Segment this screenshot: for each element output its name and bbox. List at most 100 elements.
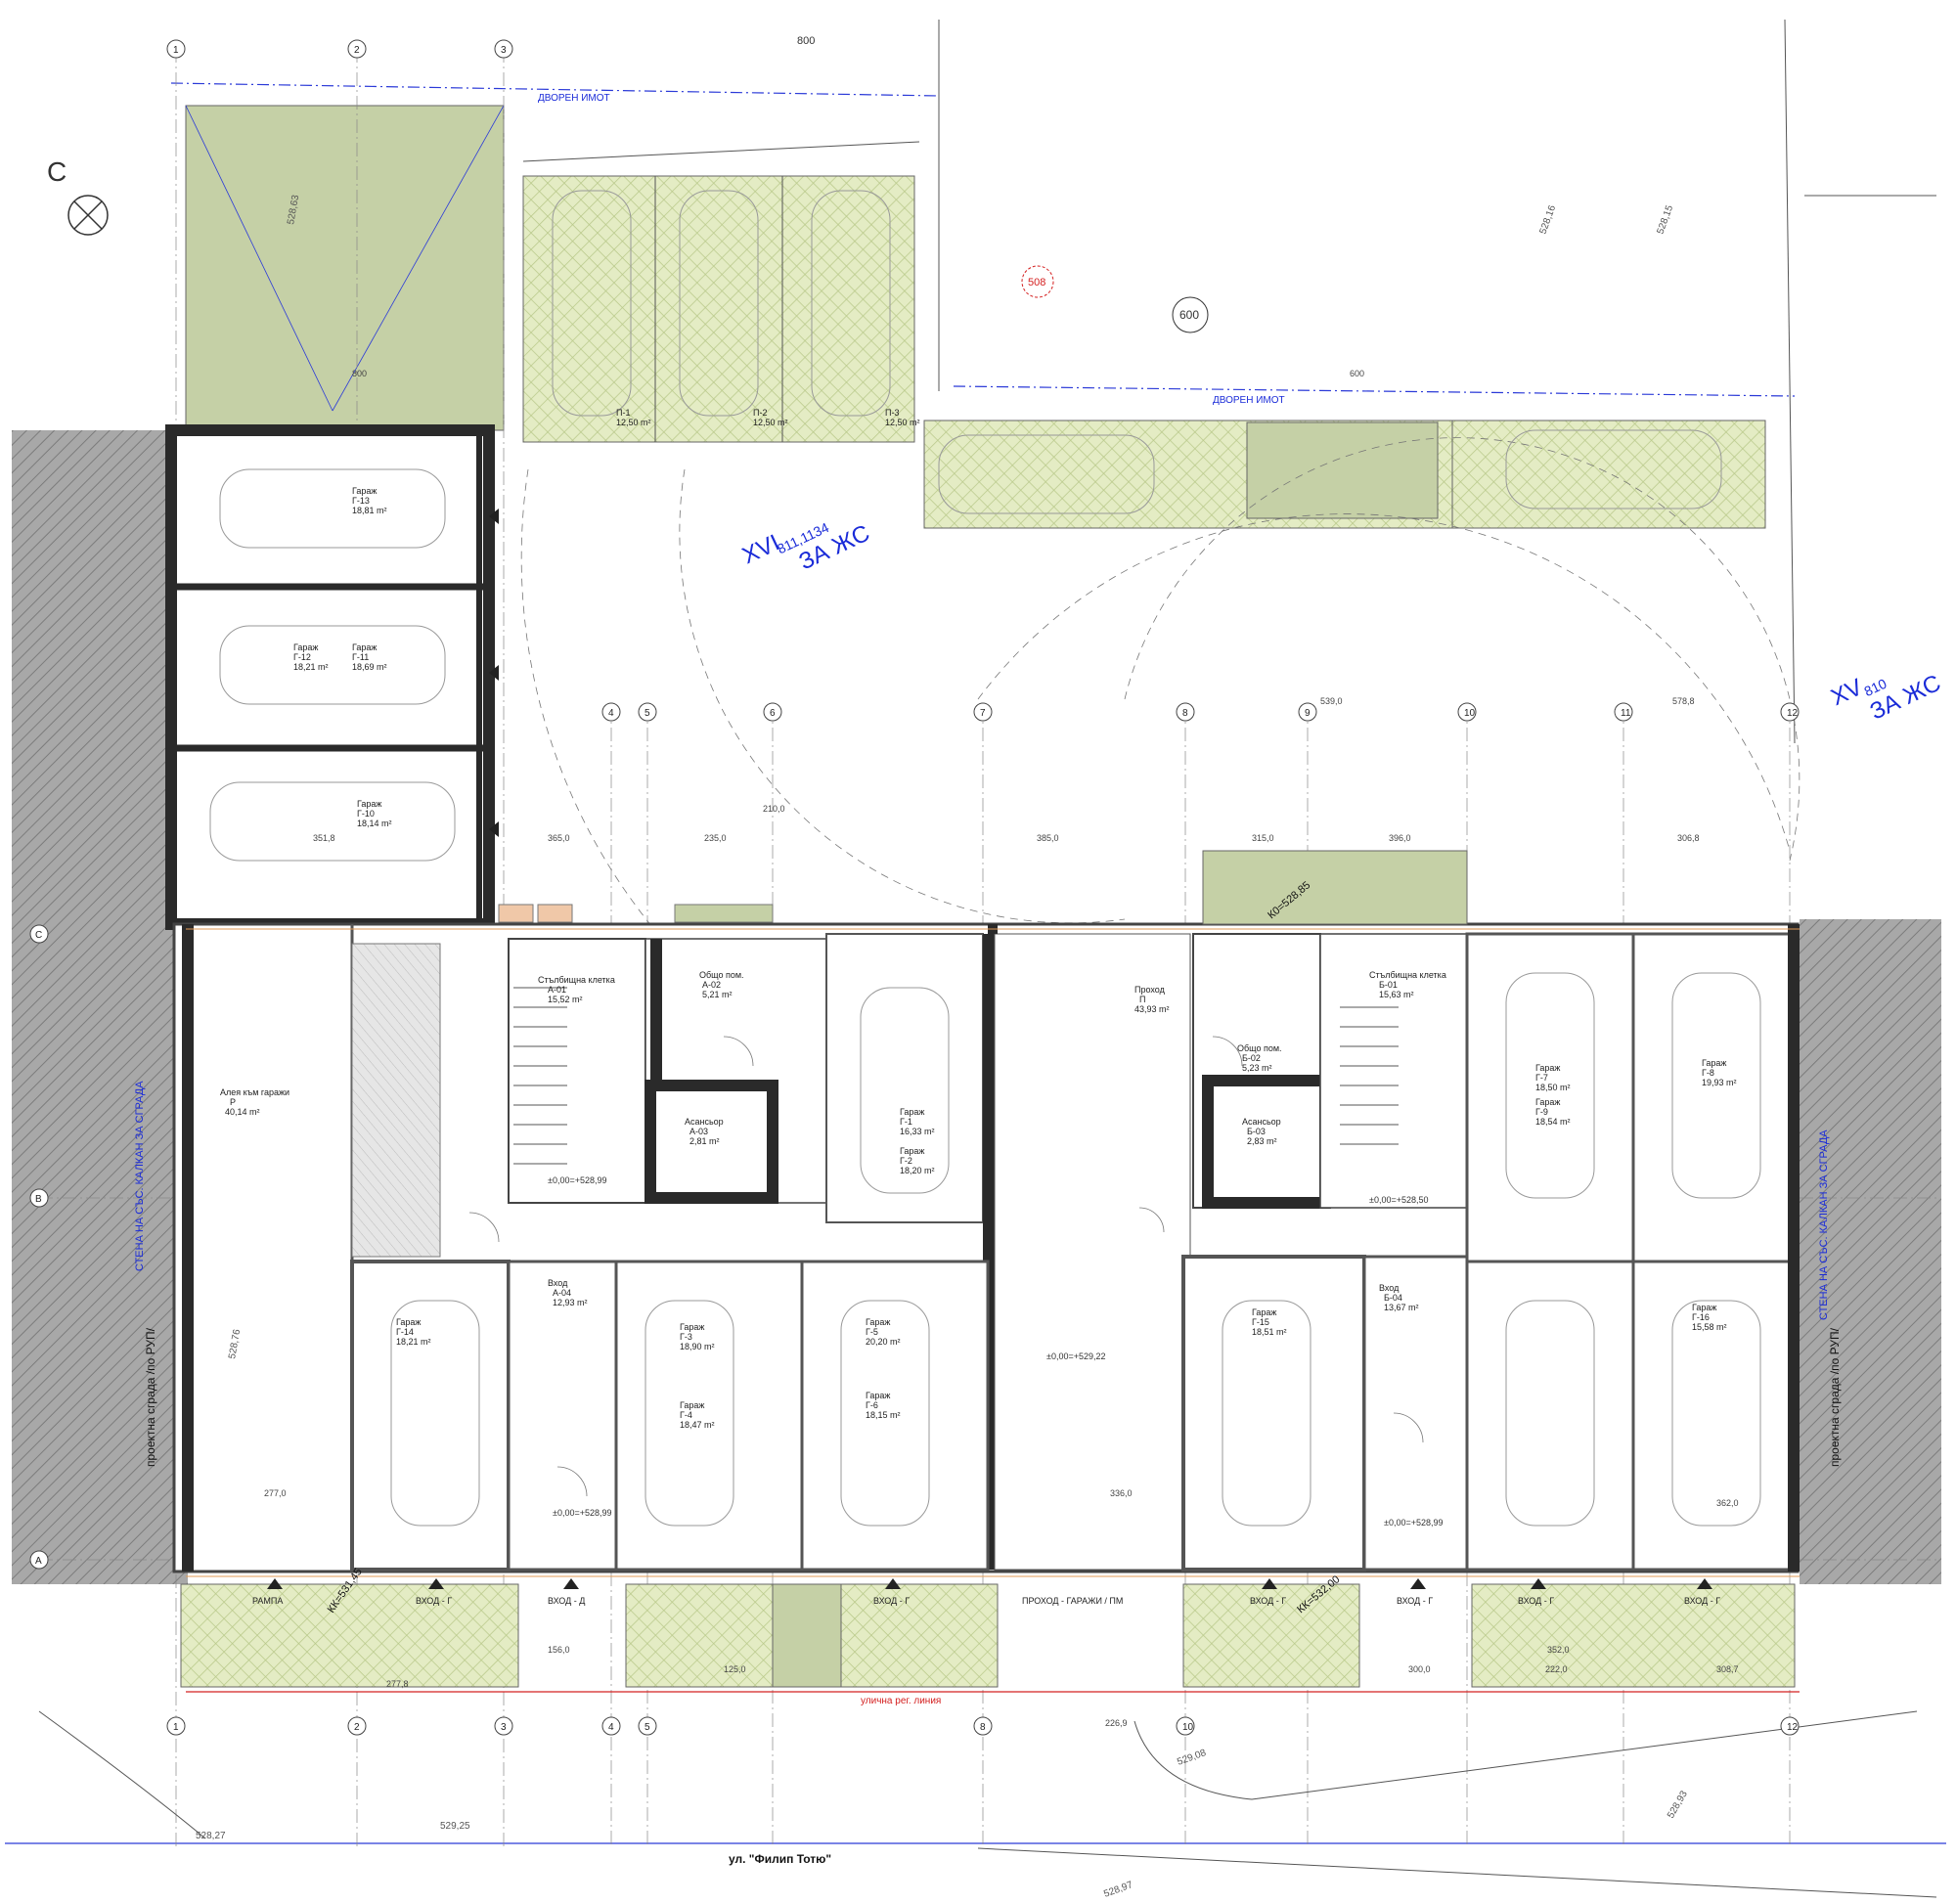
svg-text:П: П: [1139, 995, 1145, 1004]
svg-text:Вход: Вход: [548, 1278, 568, 1288]
svg-text:308,7: 308,7: [1716, 1664, 1739, 1674]
svg-text:2,81 m²: 2,81 m²: [689, 1136, 720, 1146]
svg-text:528,15: 528,15: [1655, 203, 1675, 236]
axis-label-11: 11: [1621, 708, 1631, 719]
svg-text:226,9: 226,9: [1105, 1718, 1128, 1728]
svg-text:ВХОД - Г: ВХОД - Г: [873, 1596, 910, 1606]
left-garage-block: [165, 424, 495, 930]
svg-text:Гараж: Гараж: [1692, 1303, 1716, 1312]
svg-text:Г-9: Г-9: [1535, 1107, 1548, 1117]
svg-text:Стълбищна клетка: Стълбищна клетка: [538, 975, 615, 985]
car-outlines: [209, 190, 1761, 1527]
proj-left-blue-label: СТЕНА НА СЪС. КАЛКАН ЗА СГРАДА: [134, 1081, 146, 1271]
svg-text:А-03: А-03: [689, 1127, 708, 1136]
svg-text:5,21 m²: 5,21 m²: [702, 990, 733, 999]
svg-text:125,0: 125,0: [724, 1664, 746, 1674]
north-mark: С: [47, 156, 67, 187]
svg-text:18,15 m²: 18,15 m²: [866, 1410, 901, 1420]
street-front-strip: [180, 1583, 1796, 1688]
svg-text:П-2: П-2: [753, 408, 767, 418]
svg-text:Г-5: Г-5: [866, 1327, 878, 1337]
circle-600-label: 600: [1179, 308, 1199, 322]
street-name: ул. "Филип Тотю": [729, 1852, 831, 1866]
svg-text:18,14 m²: 18,14 m²: [357, 819, 392, 828]
svg-text:277,0: 277,0: [264, 1488, 287, 1498]
svg-text:528,63: 528,63: [286, 194, 301, 225]
svg-text:ПРОХОД - ГАРАЖИ / ПМ: ПРОХОД - ГАРАЖИ / ПМ: [1022, 1596, 1123, 1606]
svg-text:539,0: 539,0: [1320, 696, 1343, 706]
level-zero-ent2: ±0,00=+528,99: [1384, 1518, 1444, 1528]
svg-text:Г-6: Г-6: [866, 1400, 878, 1410]
svg-text:277,8: 277,8: [386, 1679, 409, 1689]
svg-text:210,0: 210,0: [763, 804, 785, 814]
svg-text:18,90 m²: 18,90 m²: [680, 1342, 715, 1351]
svg-text:Гараж: Гараж: [680, 1400, 704, 1410]
green-patch-right: [1246, 421, 1439, 519]
svg-text:РАМПА: РАМПА: [252, 1596, 283, 1606]
axis-label-bottom-12: 12: [1787, 1722, 1799, 1733]
ramp-hatch: [351, 943, 441, 1258]
svg-text:396,0: 396,0: [1389, 833, 1411, 843]
svg-text:528,27: 528,27: [196, 1831, 226, 1841]
svg-text:Г-3: Г-3: [680, 1332, 692, 1342]
axis-label-C: C: [35, 930, 42, 941]
svg-text:Гараж: Гараж: [1252, 1307, 1276, 1317]
parcel-label-right: XV 810 ЗА ЖС: [1827, 670, 1945, 726]
svg-text:15,63 m²: 15,63 m²: [1379, 990, 1414, 999]
svg-text:156,0: 156,0: [548, 1645, 570, 1655]
svg-text:Асансьор: Асансьор: [1242, 1117, 1281, 1127]
svg-text:А-01: А-01: [548, 985, 566, 995]
svg-text:Гараж: Гараж: [866, 1391, 890, 1400]
proj-left-label: проектна сграда /по РУП/: [144, 1327, 157, 1467]
axis-label-5: 5: [645, 708, 650, 719]
svg-text:19,93 m²: 19,93 m²: [1702, 1078, 1737, 1087]
svg-text:Асансьор: Асансьор: [685, 1117, 724, 1127]
green-area-top-left: [185, 105, 505, 431]
svg-text:18,47 m²: 18,47 m²: [680, 1420, 715, 1430]
svg-text:18,20 m²: 18,20 m²: [900, 1166, 935, 1175]
svg-text:13,67 m²: 13,67 m²: [1384, 1303, 1419, 1312]
axis-label-bottom-8: 8: [980, 1722, 986, 1733]
top-ref-800: 800: [797, 35, 815, 47]
axis-label-bottom-4: 4: [608, 1722, 614, 1733]
svg-text:Гараж: Гараж: [352, 486, 377, 496]
svg-text:Гараж: Гараж: [396, 1317, 421, 1327]
svg-text:12,50 m²: 12,50 m²: [885, 418, 920, 427]
level-zero-right: ±0,00=+528,50: [1369, 1195, 1429, 1205]
svg-text:Г-2: Г-2: [900, 1156, 912, 1166]
green-patch-b: [1202, 850, 1468, 925]
svg-text:578,8: 578,8: [1672, 696, 1695, 706]
svg-text:Г-4: Г-4: [680, 1410, 692, 1420]
dvor-top-label: ДВОРЕН ИМОТ: [538, 93, 610, 104]
circle-508-icon: [1021, 265, 1054, 298]
svg-text:351,8: 351,8: [313, 833, 335, 843]
svg-text:ВХОД - Г: ВХОД - Г: [416, 1596, 452, 1606]
svg-text:Г-1: Г-1: [900, 1117, 912, 1127]
svg-text:Стълбищна клетка: Стълбищна клетка: [1369, 970, 1446, 980]
axis-label-bottom-1: 1: [173, 1722, 179, 1733]
axis-label-bottom-3: 3: [501, 1722, 507, 1733]
svg-text:Гараж: Гараж: [900, 1146, 924, 1156]
svg-text:18,21 m²: 18,21 m²: [293, 662, 329, 672]
svg-text:222,0: 222,0: [1545, 1664, 1568, 1674]
neighbour-building-left-top: [12, 430, 168, 919]
svg-text:Гараж: Гараж: [680, 1322, 704, 1332]
svg-text:18,51 m²: 18,51 m²: [1252, 1327, 1287, 1337]
svg-text:ВХОД - Г: ВХОД - Г: [1684, 1596, 1720, 1606]
stairs-a: [513, 987, 567, 1165]
svg-text:П-3: П-3: [885, 408, 899, 418]
svg-text:Гараж: Гараж: [1702, 1058, 1726, 1068]
open-parking-top: [522, 175, 915, 443]
svg-text:Алея към гаражи: Алея към гаражи: [220, 1087, 289, 1097]
axis-bubble-C: [29, 924, 49, 944]
svg-text:А-04: А-04: [553, 1288, 571, 1298]
svg-text:ВХОД - Г: ВХОД - Г: [1250, 1596, 1286, 1606]
svg-text:Гараж: Гараж: [352, 642, 377, 652]
svg-text:Г-13: Г-13: [352, 496, 370, 506]
svg-text:Гараж: Гараж: [900, 1107, 924, 1117]
small-hatch-right: [1451, 420, 1766, 529]
svg-text:352,0: 352,0: [1547, 1645, 1570, 1655]
svg-text:362,0: 362,0: [1716, 1498, 1739, 1508]
svg-text:385,0: 385,0: [1037, 833, 1059, 843]
level-zero-pass: ±0,00=+529,22: [1046, 1351, 1106, 1361]
